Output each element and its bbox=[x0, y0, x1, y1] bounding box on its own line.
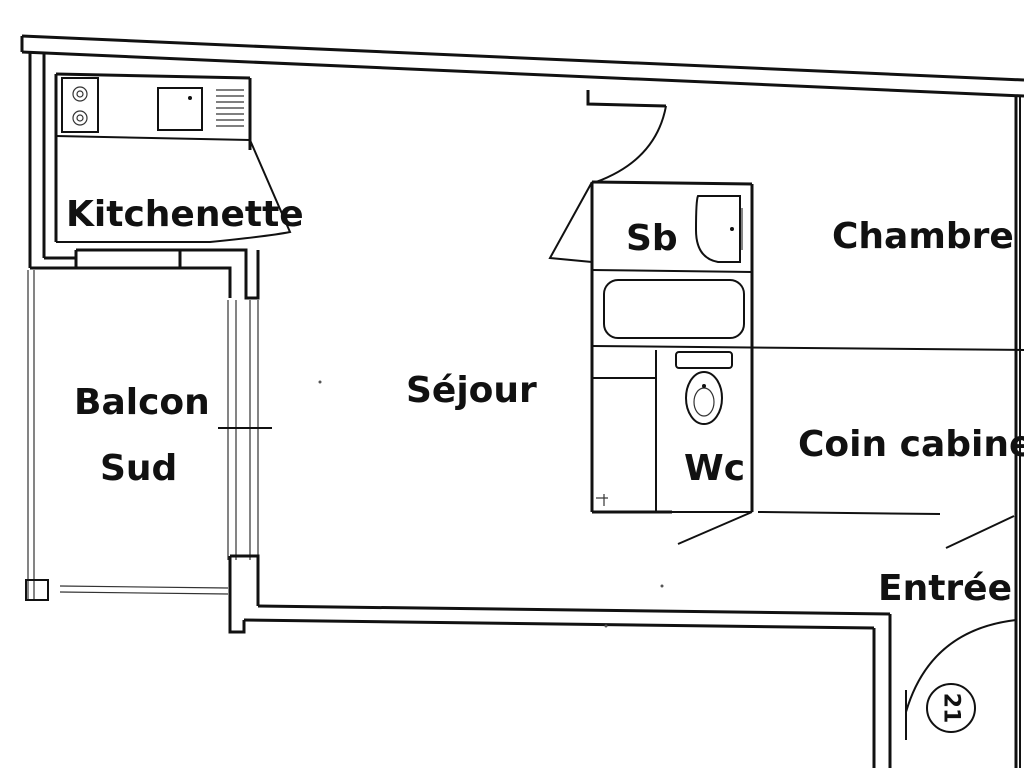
label-coin-cabine: Coin cabine bbox=[798, 424, 1024, 465]
bathroom-block bbox=[548, 180, 1024, 515]
lot-number-badge: 21 bbox=[926, 683, 976, 733]
balcony-outline bbox=[25, 270, 229, 601]
balcony-window bbox=[218, 300, 272, 560]
bottom-wall bbox=[228, 554, 892, 768]
drainer-icon bbox=[216, 89, 244, 127]
lot-number: 21 bbox=[939, 693, 964, 724]
left-exterior-wall bbox=[28, 52, 76, 270]
dots bbox=[318, 380, 664, 628]
kitchenette-block bbox=[54, 72, 292, 243]
stove-icon bbox=[61, 77, 99, 133]
exterior-top-wall bbox=[20, 34, 1024, 98]
kitchen-lower-wall bbox=[74, 248, 260, 300]
wc-door bbox=[677, 511, 753, 545]
label-chambre: Chambre bbox=[832, 216, 1014, 257]
right-partition bbox=[1014, 96, 1021, 768]
label-entree: Entrée bbox=[878, 568, 1012, 609]
label-wc: Wc bbox=[684, 448, 745, 489]
entrance-door-arc bbox=[905, 619, 1017, 740]
bathtub-icon bbox=[603, 279, 745, 339]
washbasin-icon bbox=[694, 195, 743, 263]
label-sud: Sud bbox=[100, 448, 177, 489]
label-kitchenette: Kitchenette bbox=[66, 194, 304, 235]
top-door bbox=[586, 90, 667, 183]
storage-shelf bbox=[596, 494, 608, 506]
label-sb: Sb bbox=[626, 218, 678, 259]
label-sejour: Séjour bbox=[406, 370, 537, 411]
toilet-icon bbox=[675, 351, 733, 425]
sink-icon bbox=[157, 87, 203, 131]
entrance-door-upper bbox=[945, 515, 1015, 549]
label-balcon: Balcon bbox=[74, 382, 210, 423]
